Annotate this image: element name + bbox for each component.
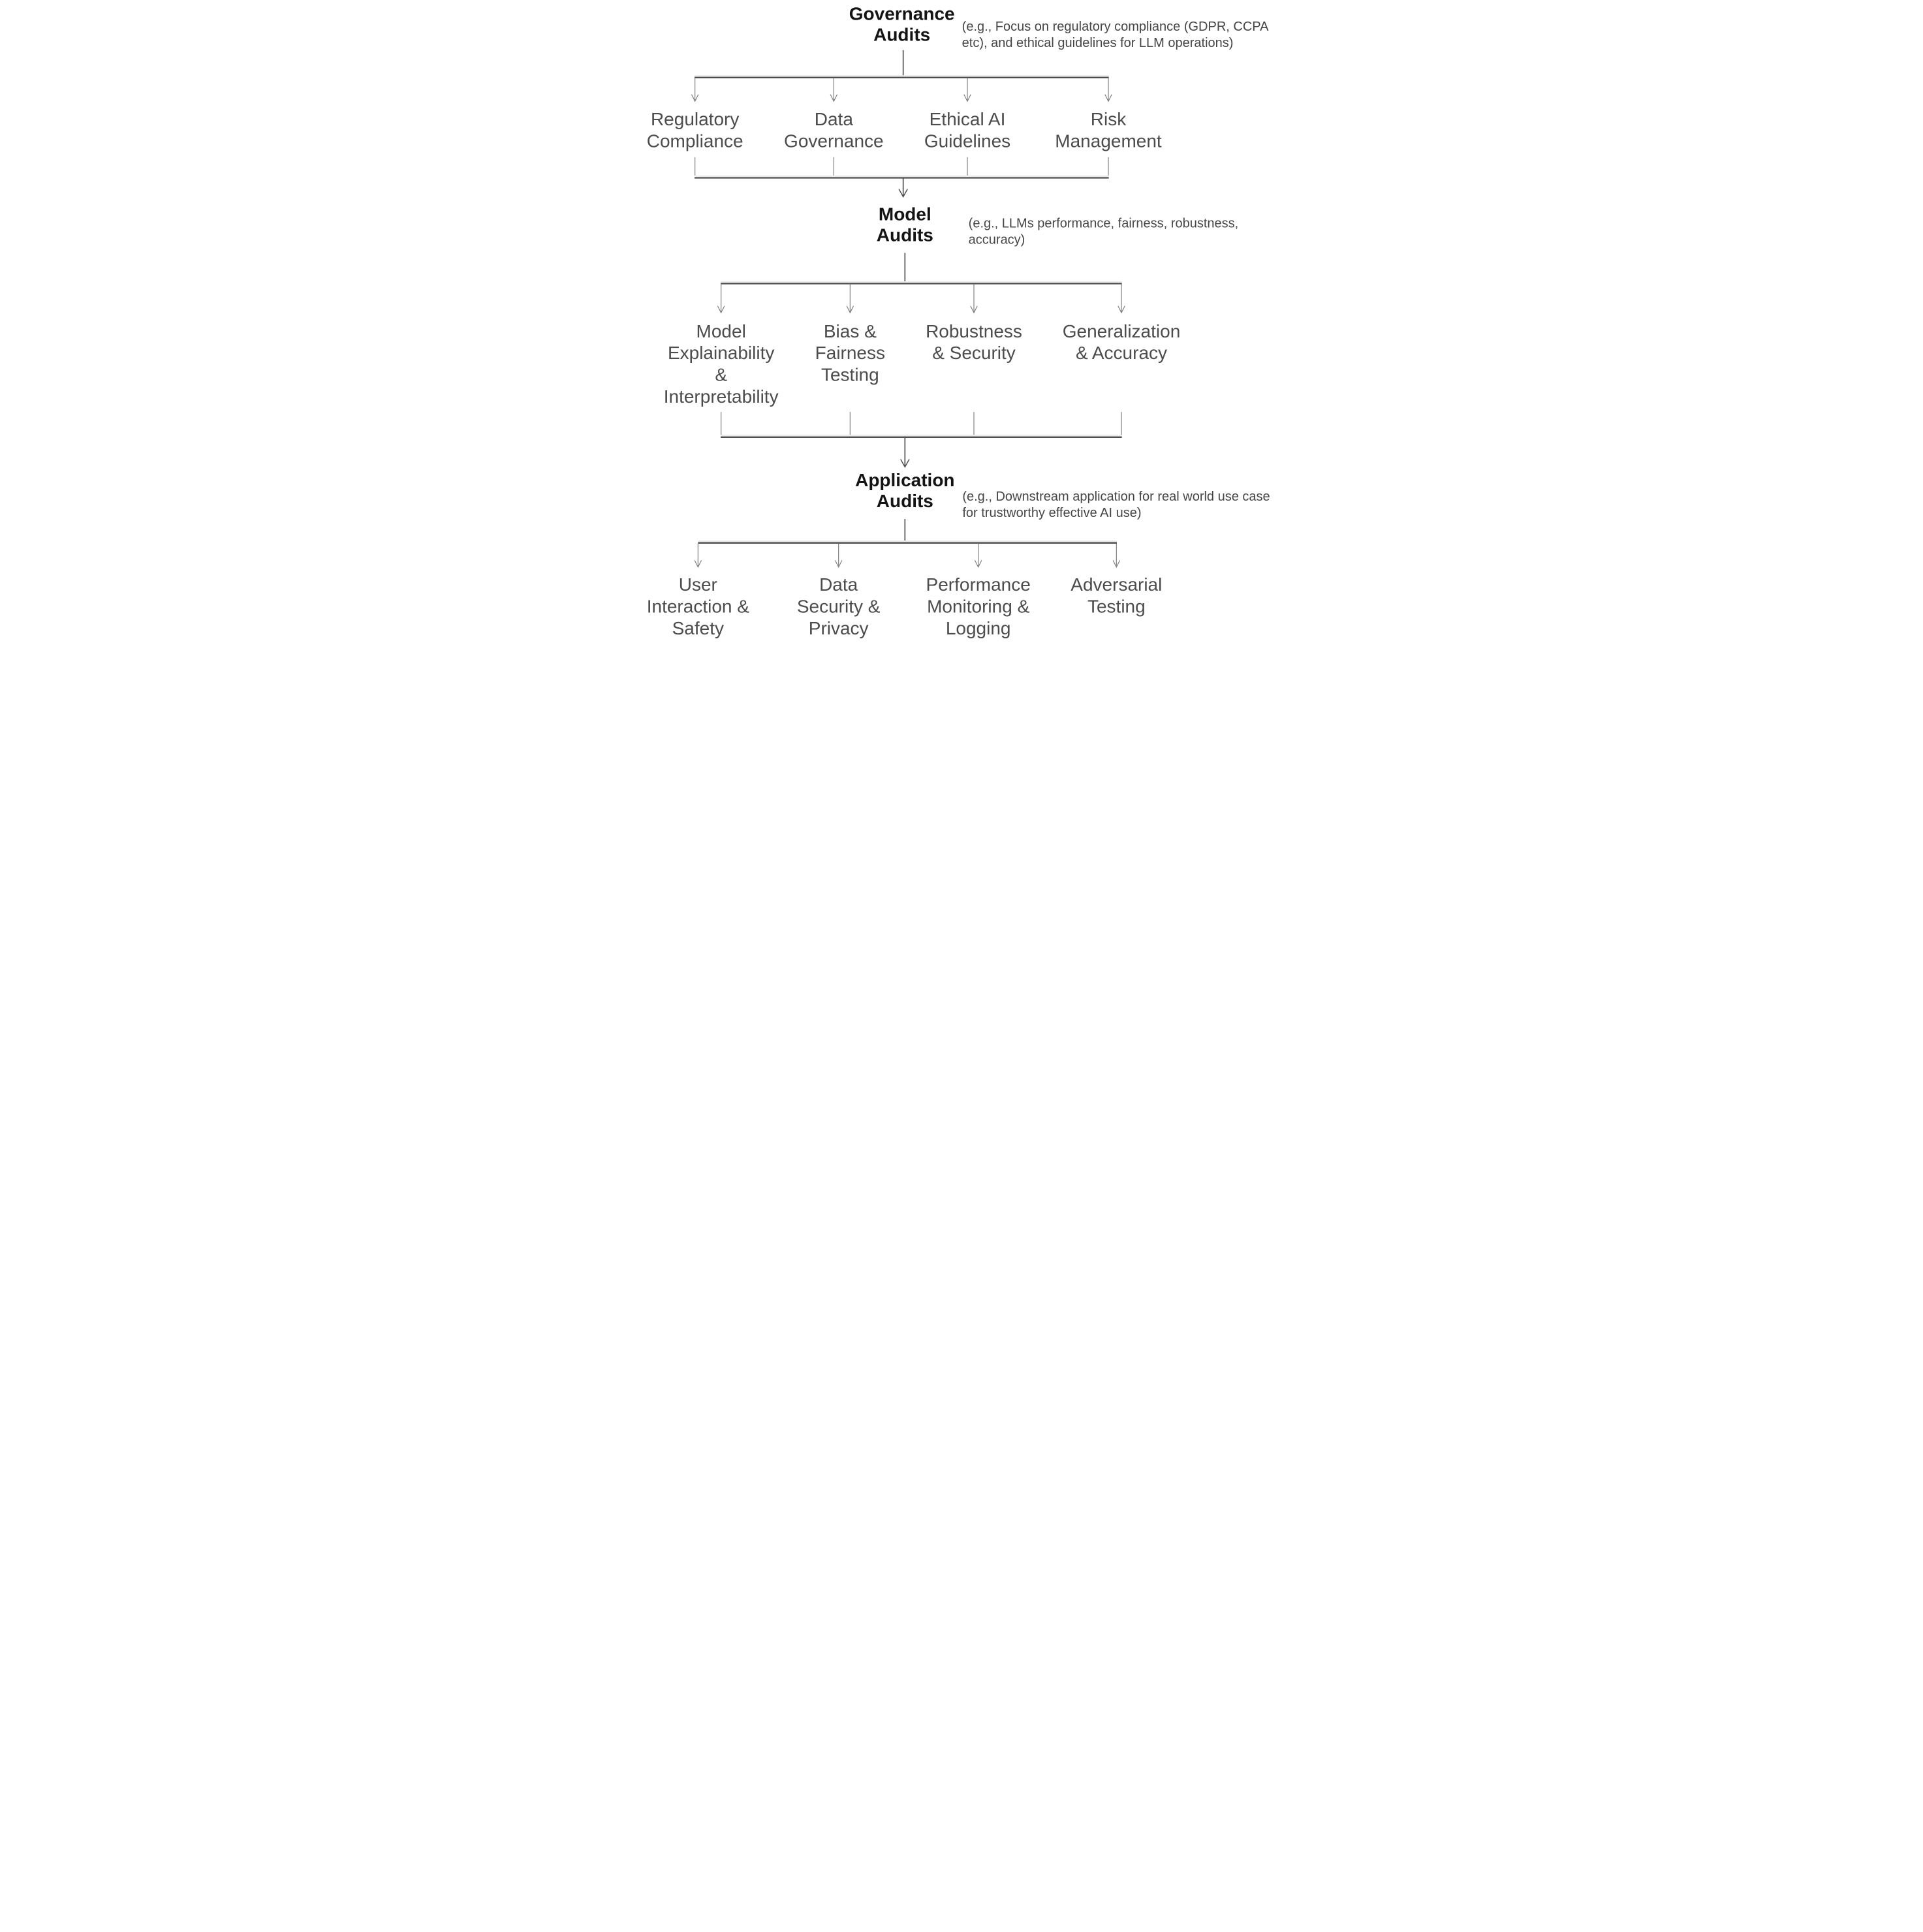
level-governance: Governance Audits (e.g., Focus on regula… xyxy=(647,4,1269,198)
arrow-down-icon xyxy=(846,305,854,314)
node-label-line: Data xyxy=(819,574,858,595)
node-label-line: Management xyxy=(1055,131,1162,151)
node-label-line: Data xyxy=(815,109,854,129)
application-annotation-line2: for trustworthy effective AI use) xyxy=(962,506,1141,520)
governance-annotation-line2: etc), and ethical guidelines for LLM ope… xyxy=(962,36,1234,50)
node-performance-monitoring-logging: Performance Monitoring & Logging xyxy=(926,574,1031,638)
node-data-governance: Data Governance xyxy=(784,109,884,151)
application-title-line1: Application xyxy=(855,470,954,490)
connector-bar-highlight xyxy=(721,435,1122,437)
node-bias-fairness-testing: Bias & Fairness Testing xyxy=(815,321,885,385)
arrow-down-icon xyxy=(900,459,910,469)
node-model-explainability-interpretability: Model Explainability & Interpretability xyxy=(664,321,779,407)
application-title-line2: Audits xyxy=(877,491,933,511)
arrow-down-icon xyxy=(691,94,699,102)
node-robustness-security: Robustness & Security xyxy=(926,321,1022,363)
node-label-line: Privacy xyxy=(809,618,869,638)
node-label-line: Compliance xyxy=(647,131,743,151)
arrow-down-icon xyxy=(1118,305,1125,314)
node-data-security-privacy: Data Security & Privacy xyxy=(797,574,881,638)
node-label-line: Fairness xyxy=(815,343,885,363)
node-label-line: & xyxy=(715,365,727,385)
arrow-down-icon xyxy=(1112,560,1120,569)
arrow-down-icon xyxy=(963,94,971,102)
model-annotation-line2: accuracy) xyxy=(969,233,1025,247)
node-label-line: Guidelines xyxy=(924,131,1010,151)
node-label-line: & Accuracy xyxy=(1076,343,1167,363)
governance-annotation-line1: (e.g., Focus on regulatory compliance (G… xyxy=(962,20,1269,34)
application-annotation-line1: (e.g., Downstream application for real w… xyxy=(962,490,1270,504)
level-application: Application Audits (e.g., Downstream app… xyxy=(647,470,1270,638)
arrow-down-icon xyxy=(694,560,702,569)
node-label-line: Governance xyxy=(784,131,884,151)
node-regulatory-compliance: Regulatory Compliance xyxy=(647,109,743,151)
node-label-line: Explainability xyxy=(668,343,774,363)
node-label-line: Logging xyxy=(946,618,1011,638)
node-label-line: Ethical AI xyxy=(930,109,1006,129)
node-label-line: User xyxy=(679,574,717,595)
node-label-line: Regulatory xyxy=(651,109,739,129)
level-model: Model Audits (e.g., LLMs performance, fa… xyxy=(664,204,1239,469)
connector-bar-highlight xyxy=(695,175,1109,178)
governance-title-line1: Governance xyxy=(849,4,955,24)
node-ethical-ai-guidelines: Ethical AI Guidelines xyxy=(924,109,1010,151)
arrow-down-icon xyxy=(970,305,978,314)
model-title-line1: Model xyxy=(879,204,931,225)
node-generalization-accuracy: Generalization & Accuracy xyxy=(1063,321,1181,363)
node-label-line: Interpretability xyxy=(664,386,779,407)
arrow-down-icon xyxy=(975,560,982,569)
node-label-line: Interaction & xyxy=(647,597,750,617)
node-label-line: Model xyxy=(696,321,746,341)
node-label-line: Testing xyxy=(821,365,879,385)
governance-title-line2: Audits xyxy=(873,25,930,45)
node-label-line: Risk xyxy=(1091,109,1127,129)
connector-bar-highlight xyxy=(695,75,1109,77)
node-user-interaction-safety: User Interaction & Safety xyxy=(647,574,750,638)
node-label-line: & Security xyxy=(932,343,1016,363)
node-label-line: Testing xyxy=(1087,597,1146,617)
node-risk-management: Risk Management xyxy=(1055,109,1162,151)
arrow-down-icon xyxy=(717,305,725,314)
application-branch-arrows xyxy=(694,543,1120,569)
node-label-line: Generalization xyxy=(1063,321,1181,341)
node-label-line: Security & xyxy=(797,597,881,617)
node-label-line: Monitoring & xyxy=(927,597,1030,617)
connector-bar-highlight xyxy=(721,281,1122,283)
arrow-down-icon xyxy=(898,189,908,198)
model-title-line2: Audits xyxy=(877,225,933,245)
connector-bar-highlight xyxy=(698,540,1117,542)
governance-branch-arrows xyxy=(691,78,1112,102)
model-branch-arrows xyxy=(717,284,1125,314)
arrow-down-icon xyxy=(835,560,843,569)
governance-merge-lines xyxy=(695,157,1109,178)
node-label-line: Bias & xyxy=(824,321,877,341)
flowchart-page: Governance Audits (e.g., Focus on regula… xyxy=(641,0,1282,644)
node-label-line: Robustness xyxy=(926,321,1022,341)
node-label-line: Safety xyxy=(672,618,724,638)
node-label-line: Adversarial xyxy=(1071,574,1162,595)
model-merge-lines xyxy=(721,412,1122,437)
node-adversarial-testing: Adversarial Testing xyxy=(1071,574,1162,616)
llm-audit-flowchart: Governance Audits (e.g., Focus on regula… xyxy=(647,4,1270,638)
model-annotation-line1: (e.g., LLMs performance, fairness, robus… xyxy=(969,217,1239,231)
arrow-down-icon xyxy=(1104,94,1112,102)
arrow-down-icon xyxy=(830,94,837,102)
node-label-line: Performance xyxy=(926,574,1031,595)
